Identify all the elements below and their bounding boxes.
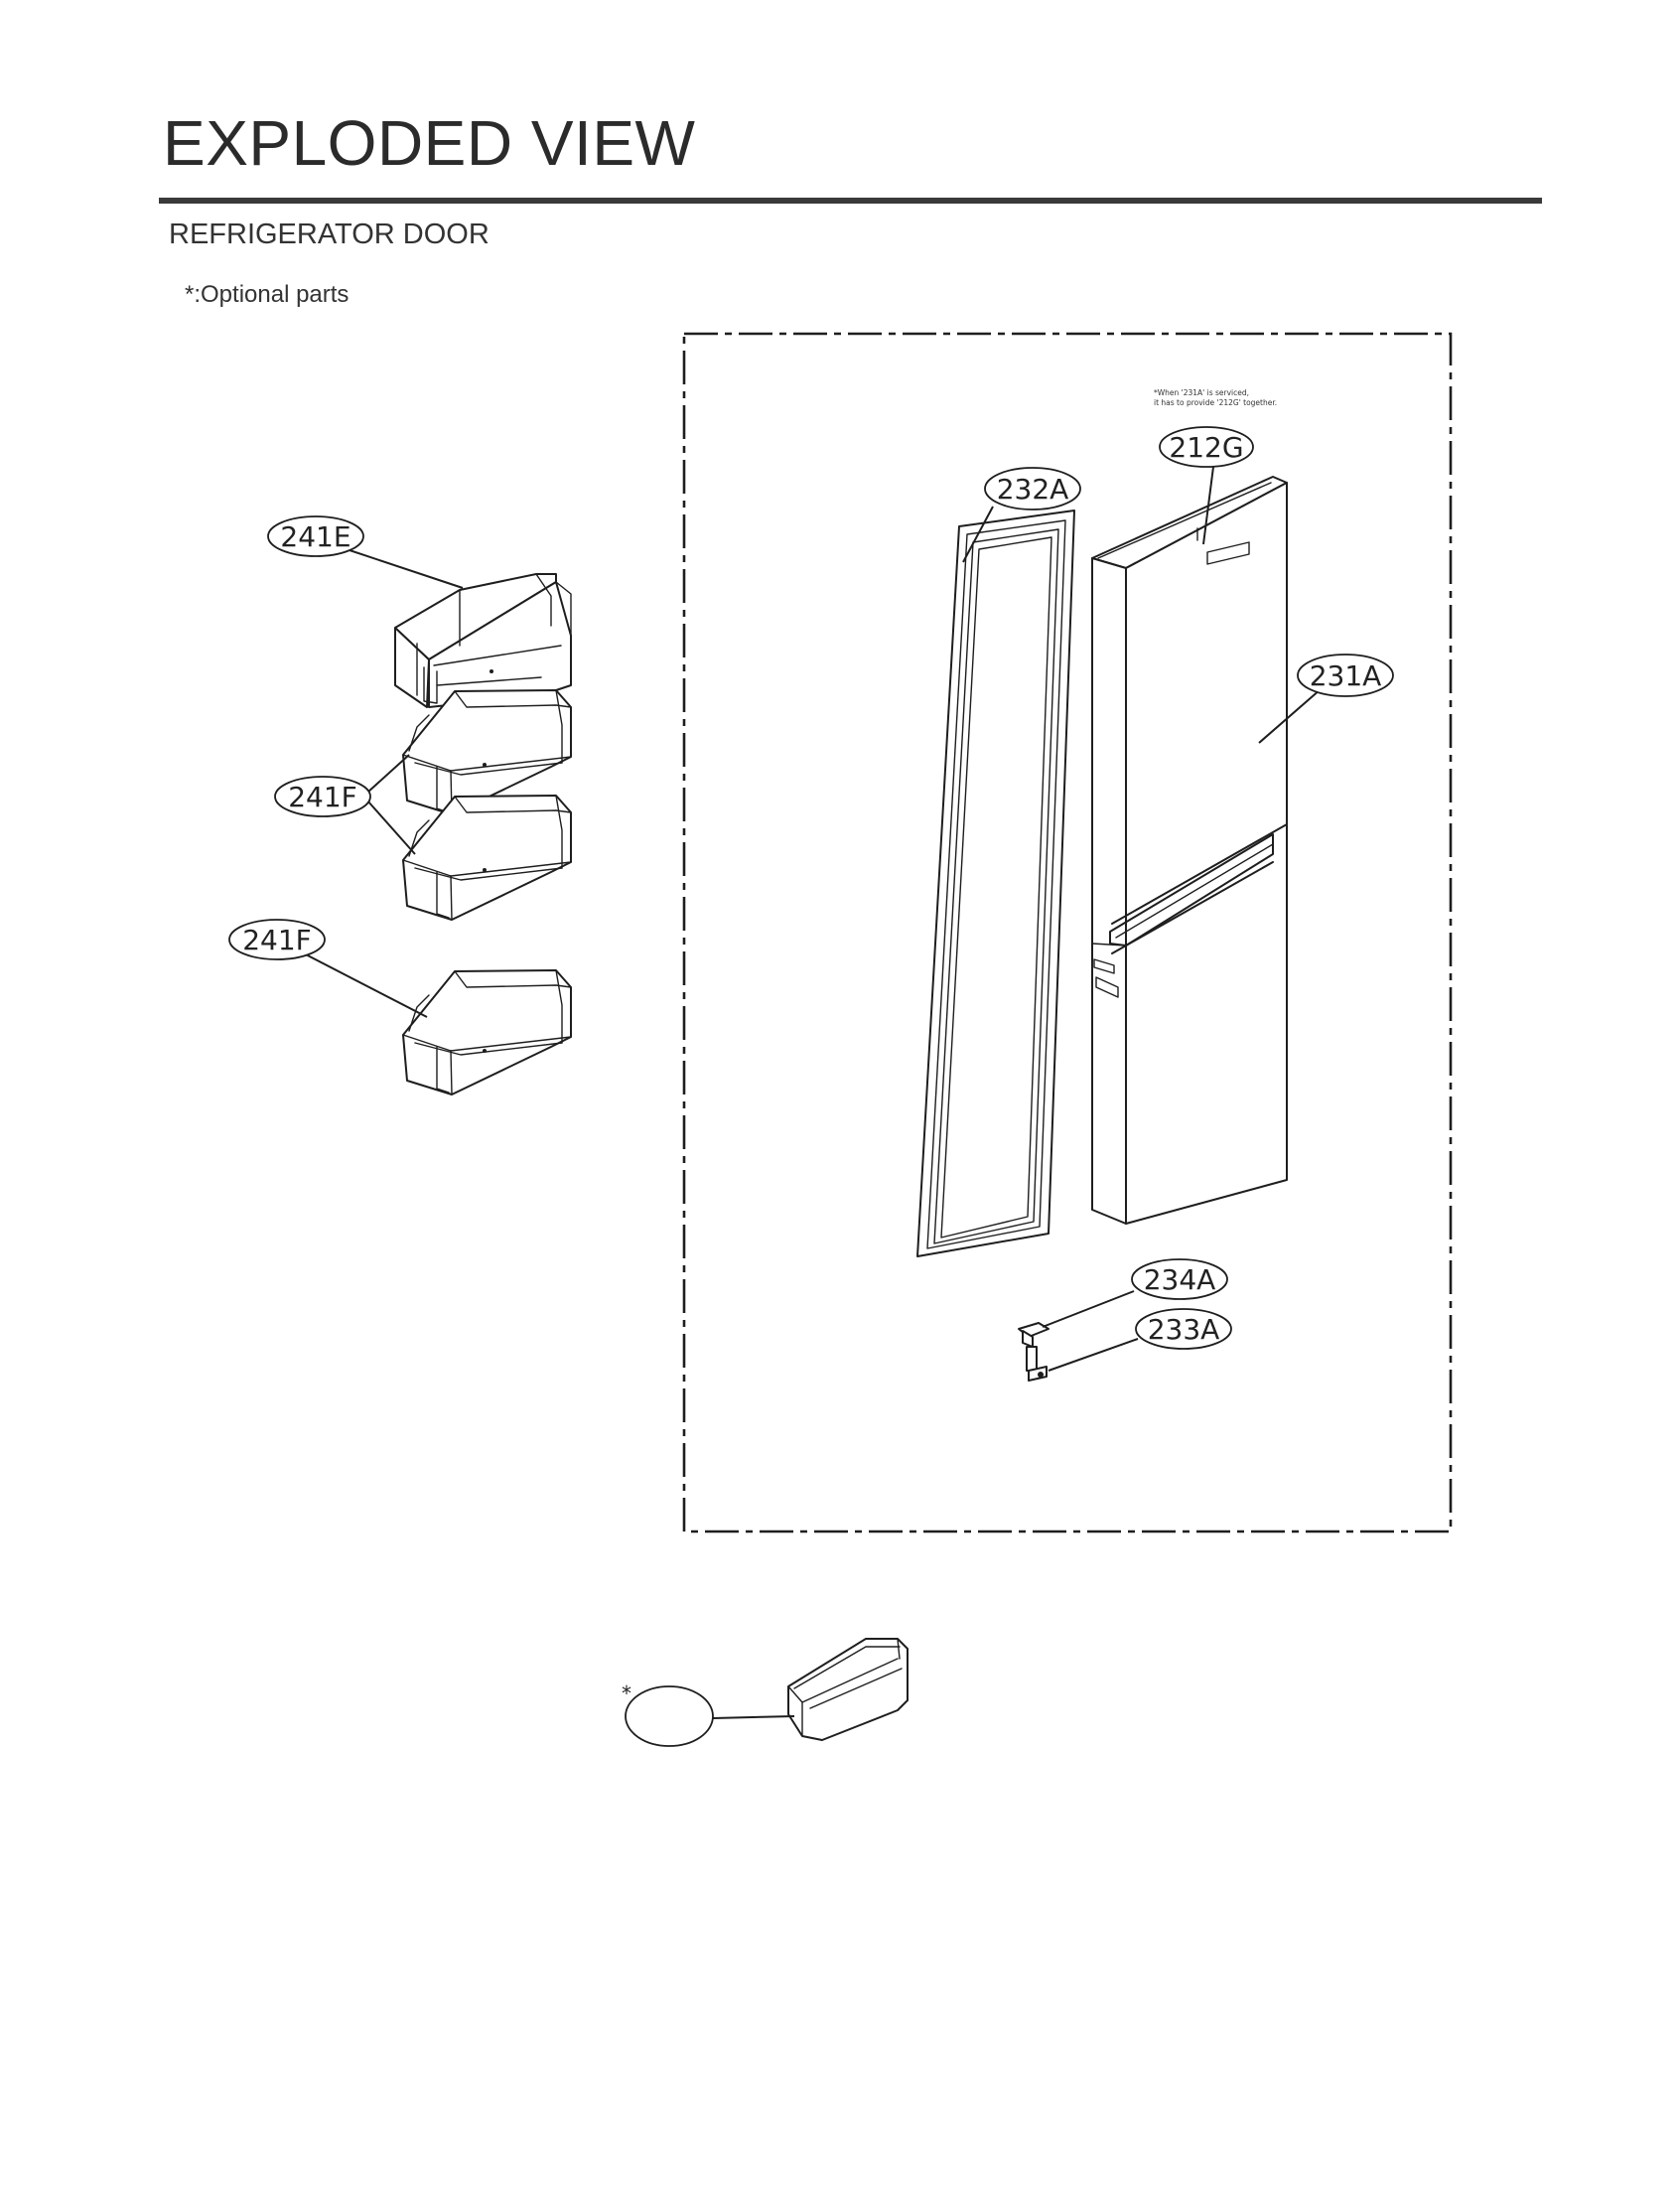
title-divider [159, 198, 1542, 204]
callout-label-241E: 241E [280, 520, 350, 553]
callout-label-233A: 233A [1148, 1313, 1220, 1346]
service-note-line2: it has to provide '212G' together. [1154, 398, 1277, 407]
optional-asterisk: * [622, 1681, 631, 1705]
callout-241E: 241E [267, 515, 464, 589]
callout-233A: 233A [1048, 1308, 1232, 1372]
door-gasket-232A [916, 510, 1075, 1257]
service-note-line1: *When '231A' is serviced, [1154, 388, 1249, 397]
basket-241E [394, 573, 572, 708]
basket-241F-middle [402, 795, 572, 921]
page-title: EXPLODED VIEW [163, 107, 696, 179]
callout-241F-single: 241F [228, 919, 428, 1018]
callout-label-231A: 231A [1310, 659, 1382, 692]
hinge-part-233A [1026, 1346, 1048, 1382]
callout-241F-pair: 241F [274, 754, 416, 855]
callout-231A: 231A [1258, 654, 1394, 744]
callout-label-241F-b: 241F [242, 924, 312, 956]
section-title: REFRIGERATOR DOOR [169, 219, 490, 250]
door-assembly-frame [682, 332, 1453, 1533]
callout-label-234A: 234A [1144, 1263, 1216, 1296]
optional-parts-note: *:Optional parts [185, 281, 350, 308]
callout-optional-part: * [622, 1681, 795, 1747]
callout-234A: 234A [1042, 1258, 1228, 1328]
optional-basket [787, 1638, 909, 1741]
basket-241F-lower [402, 969, 572, 1095]
callout-232A: 232A [962, 467, 1081, 563]
refrigerator-door-231A [1091, 476, 1288, 1225]
callout-label-212G: 212G [1169, 431, 1243, 464]
callout-212G: 212G [1159, 426, 1254, 545]
callout-label-232A: 232A [997, 473, 1069, 506]
callout-label-241F-a: 241F [288, 781, 357, 813]
